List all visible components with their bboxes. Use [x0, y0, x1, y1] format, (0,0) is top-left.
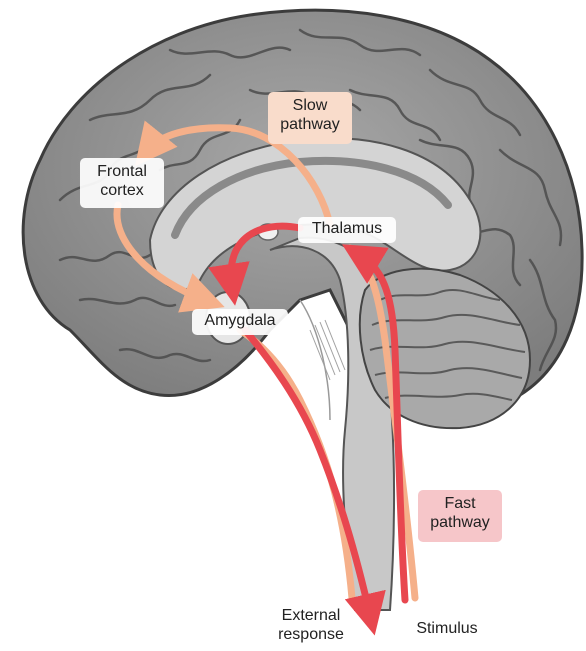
slow-pathway-label: Slow pathway [268, 92, 352, 144]
fast-pathway-line2: pathway [418, 513, 502, 532]
amygdala-label: Amygdala [192, 309, 288, 335]
external-response-line1: External [268, 606, 354, 625]
fast-pathway-label: Fast pathway [418, 490, 502, 542]
slow-pathway-line2: pathway [268, 115, 352, 134]
frontal-cortex-line2: cortex [80, 181, 164, 200]
external-response-label: External response [268, 606, 354, 644]
brainstem-striations [310, 320, 345, 380]
thalamus-label: Thalamus [298, 217, 396, 243]
slow-pathway-line1: Slow [268, 96, 352, 115]
frontal-cortex-label: Frontal cortex [80, 158, 164, 208]
stimulus-label: Stimulus [404, 619, 490, 638]
external-response-line2: response [268, 625, 354, 644]
frontal-cortex-line1: Frontal [80, 162, 164, 181]
fast-pathway-line1: Fast [418, 494, 502, 513]
